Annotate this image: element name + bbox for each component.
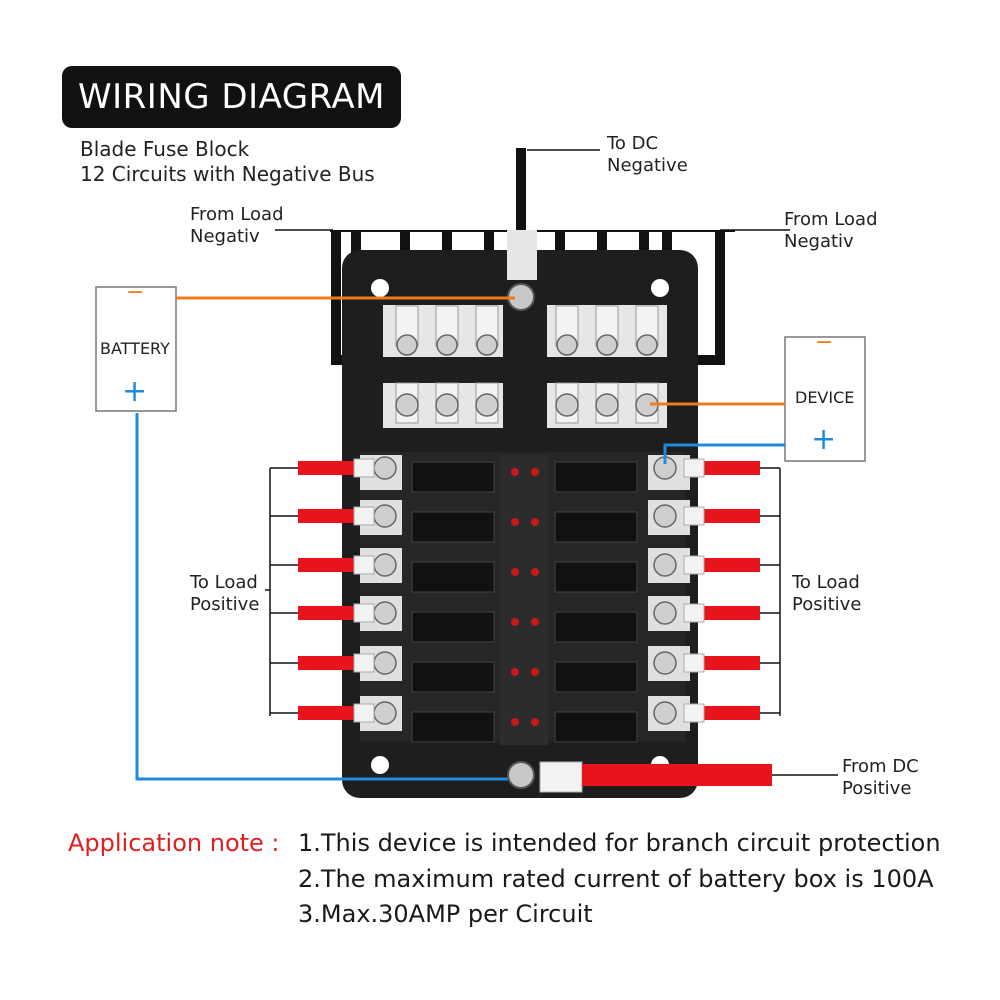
battery-positive-wire bbox=[135, 413, 515, 781]
label-to-load-positive-right-1: To Load bbox=[792, 572, 860, 593]
mount-hole-top-right bbox=[651, 279, 669, 297]
battery-plus-icon: + bbox=[122, 374, 148, 409]
label-to-dc-negative-1: To DC bbox=[607, 133, 659, 154]
diagram-title: WIRING DIAGRAM bbox=[62, 66, 401, 128]
battery-box bbox=[95, 286, 177, 412]
application-note-heading: Application note : bbox=[68, 829, 280, 857]
positive-stud bbox=[507, 761, 535, 789]
application-note-item-3: 3.Max.30AMP per Circuit bbox=[298, 900, 593, 928]
device-positive-wire bbox=[663, 443, 785, 464]
label-from-dc-positive-1: From DC bbox=[842, 756, 919, 777]
positive-load-wires-right bbox=[683, 458, 781, 723]
label-from-load-negative-right-2: Negativ bbox=[784, 231, 854, 252]
mount-hole-bottom-left bbox=[371, 756, 389, 774]
label-to-load-positive-right-2: Positive bbox=[792, 594, 862, 615]
application-note-item-2: 2.The maximum rated current of battery b… bbox=[298, 865, 934, 893]
battery-minus-icon: − bbox=[126, 280, 145, 305]
positive-stud-lug bbox=[539, 761, 583, 793]
subtitle-line-2: 12 Circuits with Negative Bus bbox=[80, 162, 375, 186]
dc-positive-cable bbox=[582, 764, 772, 786]
device-plus-icon: + bbox=[811, 422, 837, 457]
negative-stud-lug bbox=[507, 230, 537, 280]
negative-bus-screws bbox=[395, 334, 659, 417]
label-from-dc-positive-2: Positive bbox=[842, 778, 912, 799]
subtitle-line-1: Blade Fuse Block bbox=[80, 137, 250, 161]
mount-hole-top-left bbox=[371, 279, 389, 297]
label-to-load-positive-left-1: To Load bbox=[190, 572, 258, 593]
application-note-item-1: 1.This device is intended for branch cir… bbox=[298, 829, 941, 857]
device-box bbox=[784, 336, 866, 462]
battery-label: BATTERY bbox=[100, 339, 170, 358]
label-from-load-negative-left-2: Negativ bbox=[190, 226, 260, 247]
device-minus-icon: − bbox=[815, 330, 834, 355]
indicator-leds bbox=[511, 468, 539, 726]
device-label: DEVICE bbox=[795, 388, 855, 407]
fuse-slots bbox=[411, 461, 638, 743]
label-to-dc-negative-2: Negative bbox=[607, 155, 688, 176]
led-strip bbox=[500, 455, 548, 745]
label-from-load-negative-right-1: From Load bbox=[784, 209, 878, 230]
positive-load-wires-left bbox=[269, 458, 375, 723]
label-from-load-negative-left-1: From Load bbox=[190, 204, 284, 225]
label-to-load-positive-left-2: Positive bbox=[190, 594, 260, 615]
